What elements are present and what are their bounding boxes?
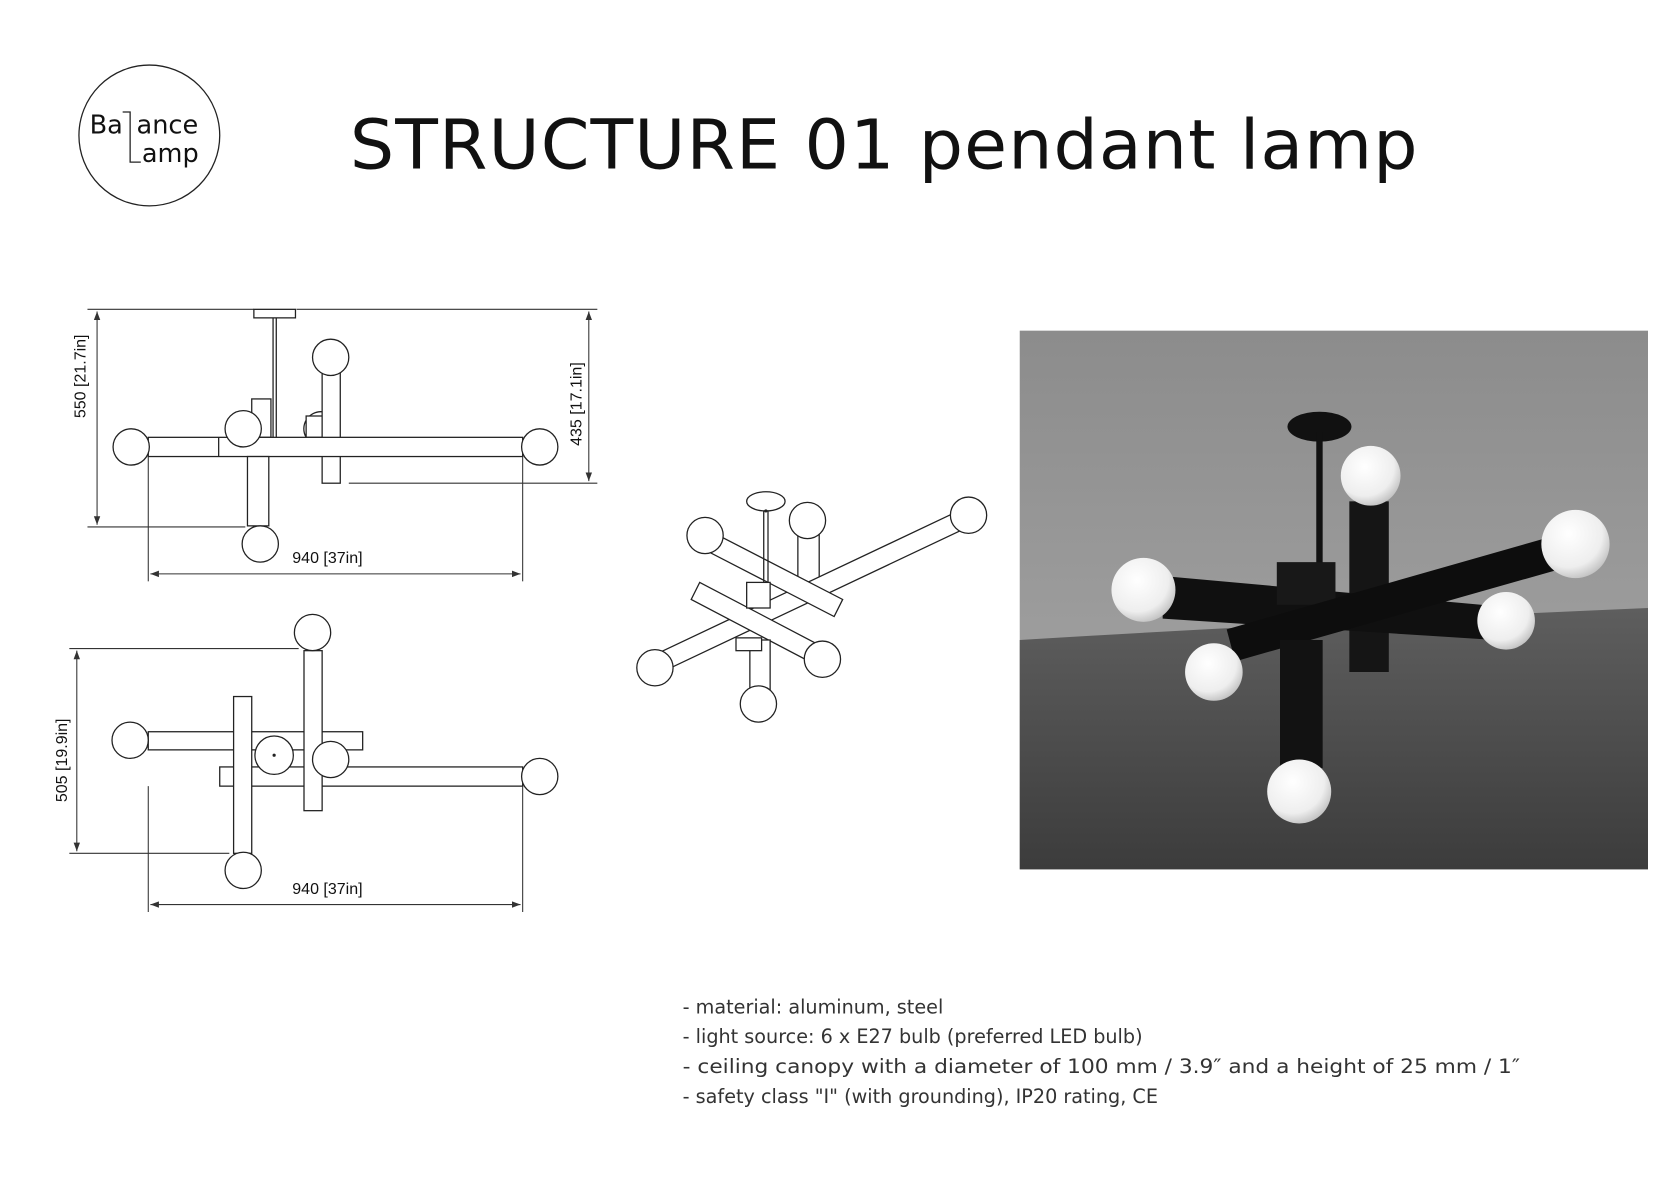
spec-canopy: - ceiling canopy with a diameter of 100 … [683, 1055, 1520, 1078]
dimension-width-plan: 940 [37in] [292, 881, 362, 898]
dimension-depth: 505 [19.9in] [54, 719, 71, 803]
page-title: STRUCTURE 01 pendant lamp [350, 107, 1419, 186]
spec-material: - material: aluminum, steel [683, 995, 944, 1018]
spec-list: - material: aluminum, steel - light sour… [683, 995, 1520, 1108]
spec-light-source: - light source: 6 x E27 bulb (preferred … [683, 1025, 1143, 1048]
logo-text-top-left: Ba [90, 110, 123, 140]
logo-text-bottom: amp [142, 139, 199, 169]
isometric-view-drawing [636, 491, 988, 723]
plan-view-drawing: 505 [19.9in] 940 [37in] [54, 613, 559, 912]
dimension-height-body: 435 [17.1in] [568, 362, 585, 446]
logo-text-top-right: ance [137, 110, 199, 140]
brand-logo: Ba ance amp [78, 64, 221, 207]
front-view-drawing: 550 [21.7in] 435 [17.1in] 940 [37in] [72, 308, 598, 582]
dimension-width-front: 940 [37in] [292, 550, 362, 567]
spec-safety: - safety class "I" (with grounding), IP2… [683, 1085, 1158, 1108]
product-render-image [1019, 330, 1648, 870]
dimension-height-total: 550 [21.7in] [72, 335, 89, 419]
